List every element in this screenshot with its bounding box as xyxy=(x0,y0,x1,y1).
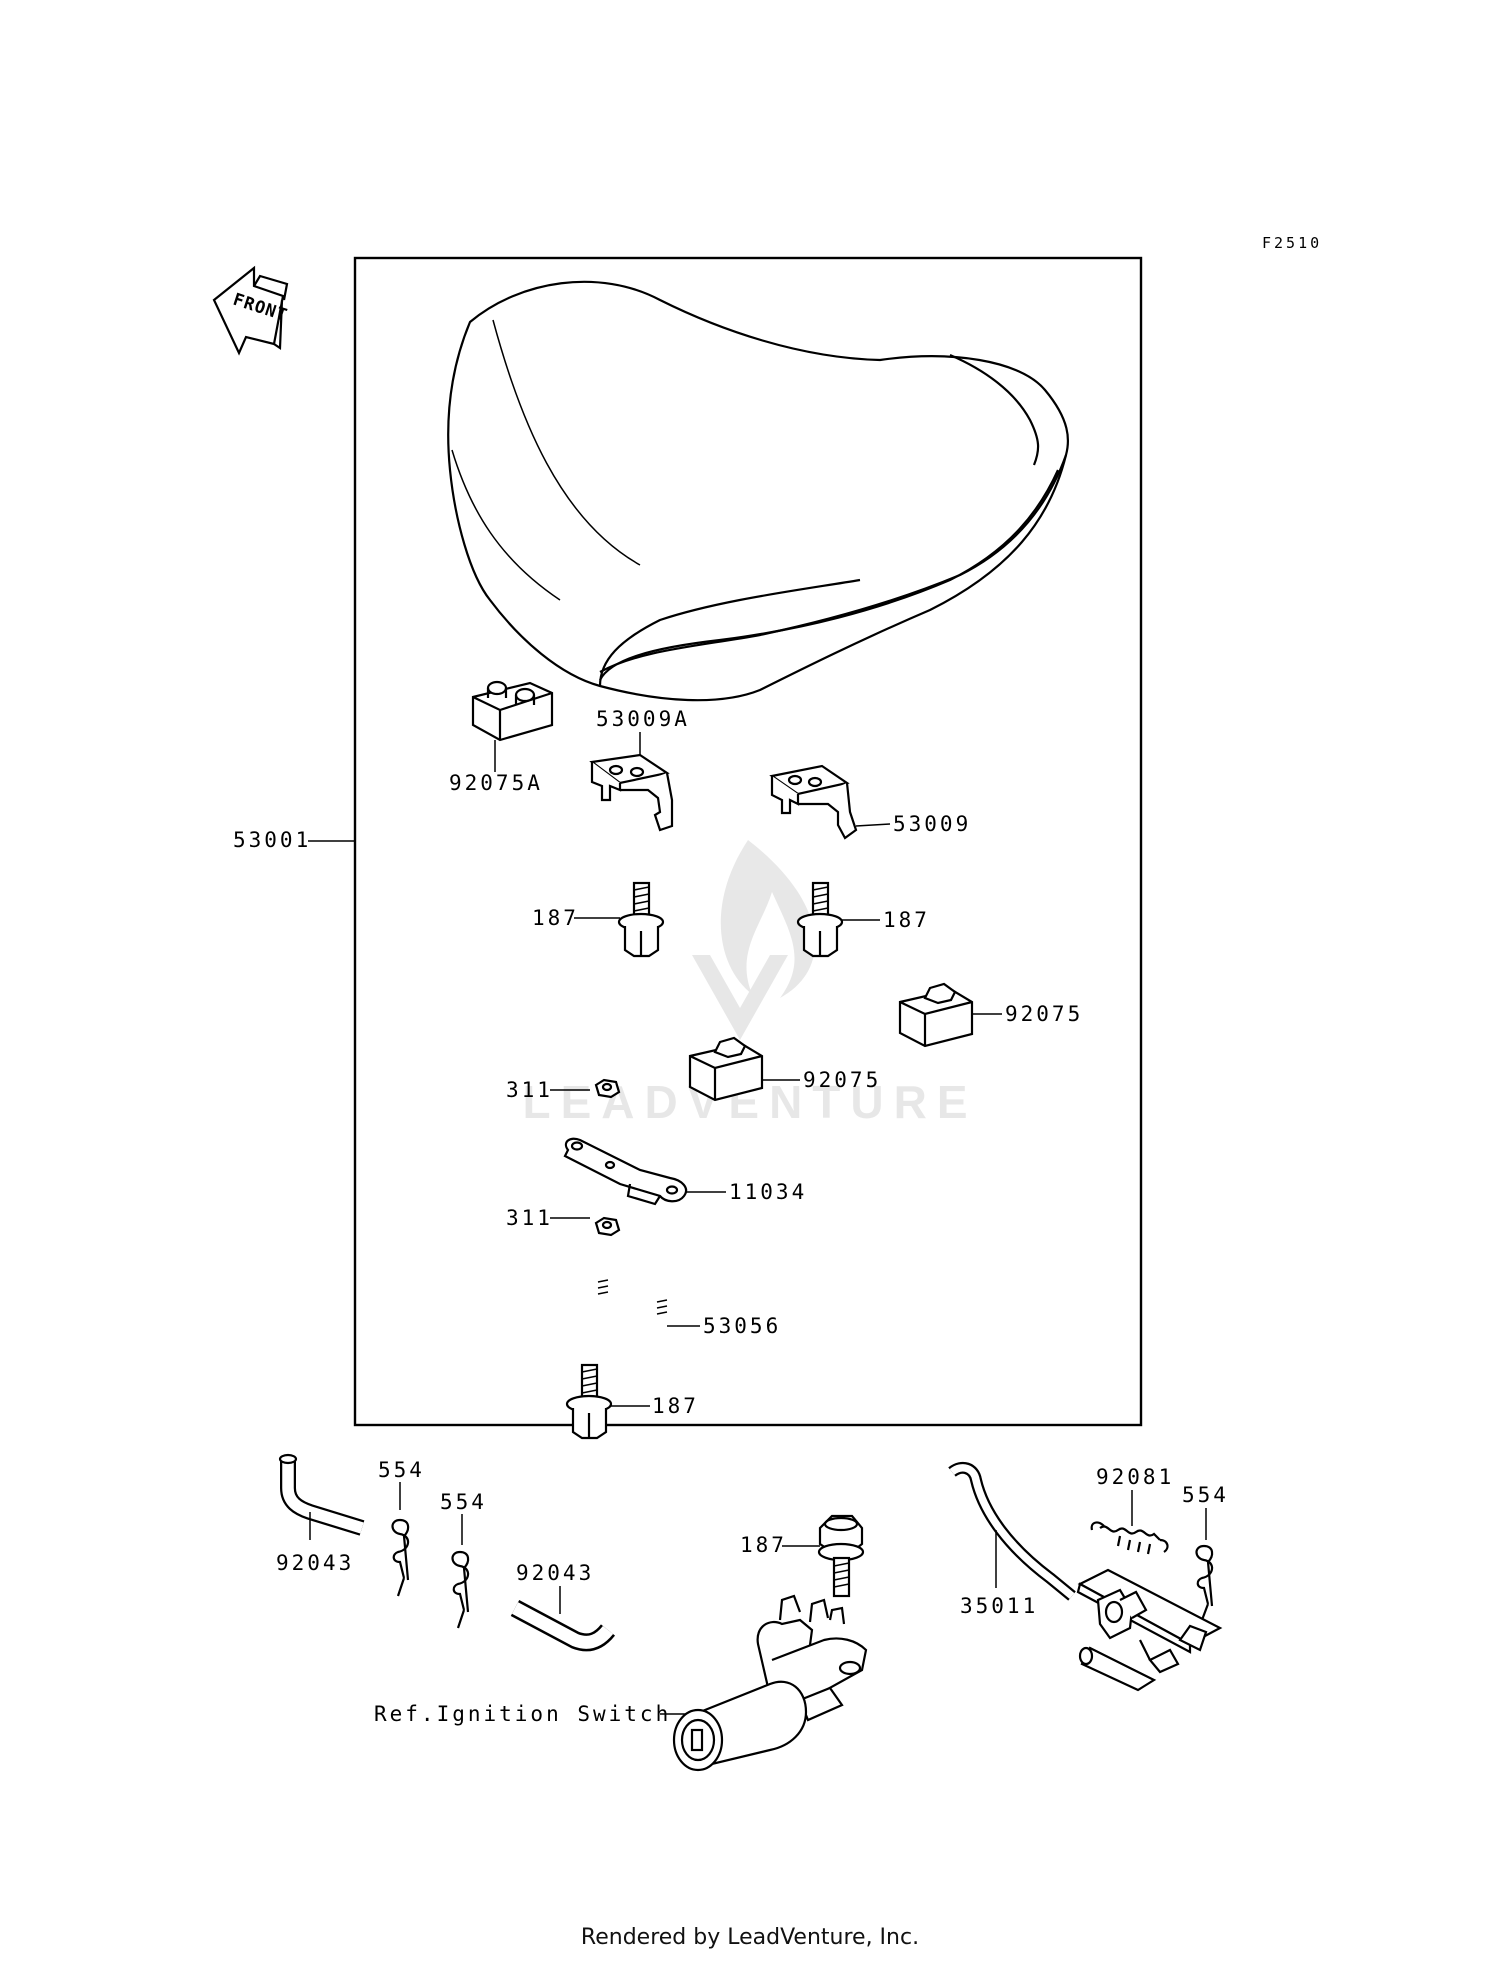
label-11034: 11034 xyxy=(729,1180,807,1204)
footer-credit: Rendered by LeadVenture, Inc. xyxy=(581,1925,919,1950)
ignition-switch-illustration xyxy=(660,1594,868,1772)
label-311-upper: 311 xyxy=(506,1078,553,1102)
label-187-left: 187 xyxy=(532,906,579,930)
label-311-lower: 311 xyxy=(506,1206,553,1230)
part-187-right-bolt xyxy=(796,881,844,958)
label-187-right: 187 xyxy=(883,908,930,932)
label-92075-center: 92075 xyxy=(803,1068,881,1092)
part-53056-ubolt xyxy=(597,1278,700,1353)
part-35011-cable xyxy=(948,1461,1076,1601)
diagram-code: F2510 xyxy=(1262,234,1322,252)
part-311-lower-nut xyxy=(594,1216,621,1237)
label-92075-right: 92075 xyxy=(1005,1002,1083,1026)
part-92081-spring xyxy=(1090,1521,1169,1555)
label-554-right: 554 xyxy=(1182,1483,1229,1507)
part-187-left-bolt xyxy=(617,881,665,958)
label-53009A: 53009A xyxy=(596,707,690,731)
watermark-flame-icon xyxy=(720,840,816,998)
label-92075A: 92075A xyxy=(449,771,543,795)
label-187-lower: 187 xyxy=(740,1533,787,1557)
part-187-lower-bolt xyxy=(817,1514,865,1598)
label-554-b: 554 xyxy=(440,1490,487,1514)
label-187-bottom: 187 xyxy=(652,1394,699,1418)
part-92043-left-hose xyxy=(278,1453,365,1540)
part-554-a-clip xyxy=(391,1518,410,1597)
part-92043-center-hose xyxy=(510,1600,616,1652)
label-35011: 35011 xyxy=(960,1594,1038,1618)
label-92081: 92081 xyxy=(1096,1465,1174,1489)
label-53001: 53001 xyxy=(233,828,311,852)
part-11034-plate xyxy=(563,1137,726,1206)
part-187-bottom-bolt xyxy=(565,1363,650,1440)
label-ref-ignition-switch: Ref.Ignition Switch xyxy=(374,1702,671,1726)
part-92075-right-block xyxy=(898,982,1002,1048)
part-554-right-clip xyxy=(1195,1544,1214,1621)
label-92043-center: 92043 xyxy=(516,1561,594,1585)
part-554-b-clip xyxy=(451,1550,470,1629)
label-554-a: 554 xyxy=(378,1458,425,1482)
watermark-v-icon xyxy=(692,955,788,1040)
label-92043-left: 92043 xyxy=(276,1551,354,1575)
seat-illustration xyxy=(447,280,1069,702)
front-arrow-icon: FRONT xyxy=(212,265,290,356)
part-53009-bracket xyxy=(769,764,891,840)
label-53009: 53009 xyxy=(893,812,971,836)
part-311-upper-nut xyxy=(594,1078,621,1099)
part-53009A-bracket xyxy=(589,753,674,832)
part-92075-center-block xyxy=(688,1036,800,1102)
label-53056: 53056 xyxy=(703,1314,781,1338)
seat-latch-assembly xyxy=(1076,1568,1223,1692)
part-92075A-block xyxy=(471,680,554,772)
